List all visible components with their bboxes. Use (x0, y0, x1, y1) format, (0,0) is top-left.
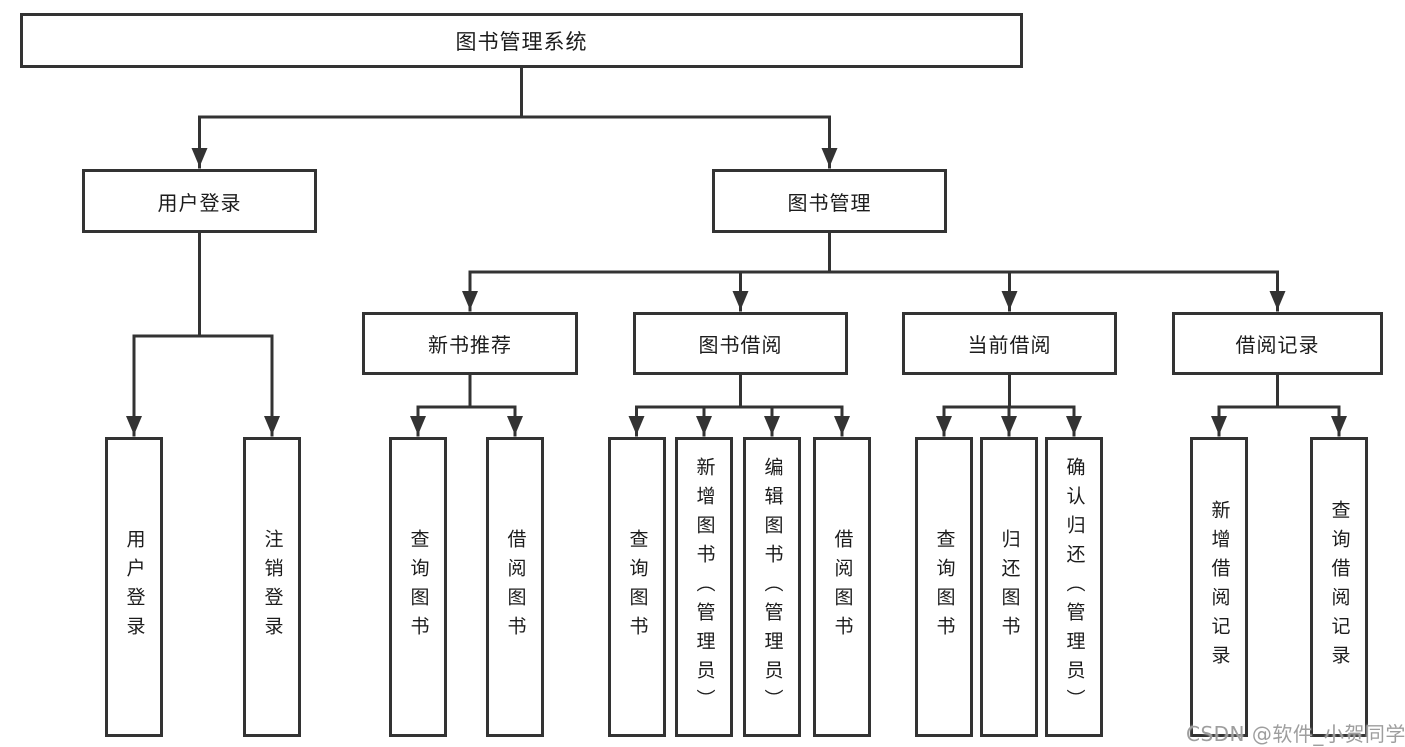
leaf-edit-books-admin: 编辑图书（管理员） (743, 437, 801, 737)
node-new-book-recommend: 新书推荐 (362, 312, 578, 375)
leaf-user-login: 用户登录 (105, 437, 163, 737)
leaf-query-books-current: 查询图书 (915, 437, 973, 737)
leaf-confirm-return-admin: 确认归还（管理员） (1045, 437, 1103, 737)
leaf-logout: 注销登录 (243, 437, 301, 737)
node-book-management: 图书管理 (712, 169, 947, 233)
node-root: 图书管理系统 (20, 13, 1023, 68)
leaf-query-books-recommend: 查询图书 (389, 437, 447, 737)
leaf-borrow-books-recommend: 借阅图书 (486, 437, 544, 737)
csdn-watermark: CSDN @软件_小贺同学 (1186, 722, 1405, 746)
node-user-login: 用户登录 (82, 169, 317, 233)
leaf-return-books: 归还图书 (980, 437, 1038, 737)
leaf-query-books-borrow: 查询图书 (608, 437, 666, 737)
node-book-borrow: 图书借阅 (633, 312, 848, 375)
leaf-query-borrow-record: 查询借阅记录 (1310, 437, 1368, 737)
leaf-add-books-admin: 新增图书（管理员） (675, 437, 733, 737)
node-borrow-records: 借阅记录 (1172, 312, 1383, 375)
leaf-borrow-books: 借阅图书 (813, 437, 871, 737)
leaf-add-borrow-record: 新增借阅记录 (1190, 437, 1248, 737)
node-current-borrow: 当前借阅 (902, 312, 1117, 375)
